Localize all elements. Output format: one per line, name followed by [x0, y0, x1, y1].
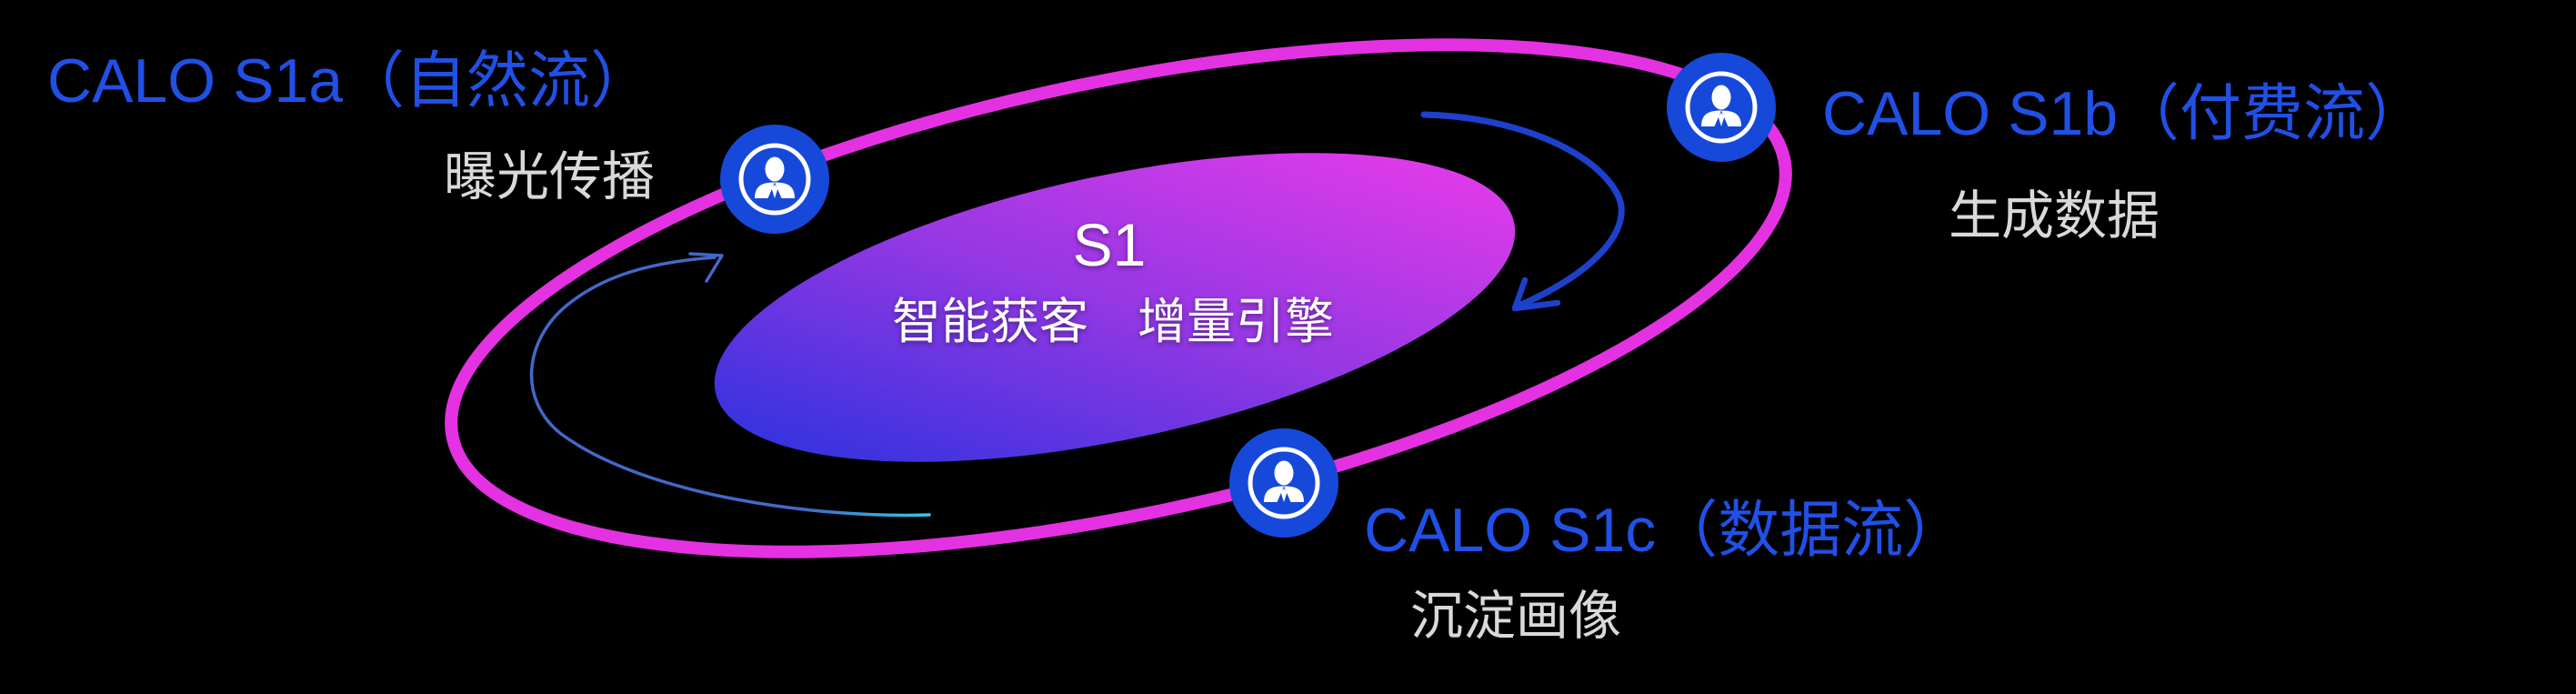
- node-s1b-sublabel: 生成数据: [1949, 186, 2160, 246]
- core-subtitle: 智能获客 增量引擎: [892, 295, 1334, 349]
- node-s1b-badge: [1667, 53, 1776, 162]
- node-s1c-label: CALO S1c（数据流）: [1364, 496, 1966, 565]
- orbit-ring: [445, 38, 1792, 558]
- node-s1a-label: CALO S1a（自然流）: [47, 46, 653, 116]
- node-s1a-badge: [720, 125, 829, 234]
- left-curved-arrow: [529, 256, 931, 518]
- right-curved-arrow: [1420, 111, 1625, 308]
- core-title: S1: [1072, 211, 1147, 278]
- left-arrowhead-icon: [688, 252, 724, 283]
- node-s1c-badge: [1229, 428, 1338, 538]
- node-s1b-label: CALO S1b（付费流）: [1822, 79, 2428, 148]
- node-s1a-sublabel: 曝光传播: [444, 147, 656, 206]
- right-arrowhead-icon: [1511, 277, 1561, 312]
- core-gradient-ellipse: [714, 153, 1516, 462]
- person-icon: [1248, 447, 1320, 519]
- node-s1c-sublabel: 沉淀画像: [1410, 587, 1622, 646]
- person-icon: [1685, 71, 1758, 144]
- person-icon: [738, 143, 811, 216]
